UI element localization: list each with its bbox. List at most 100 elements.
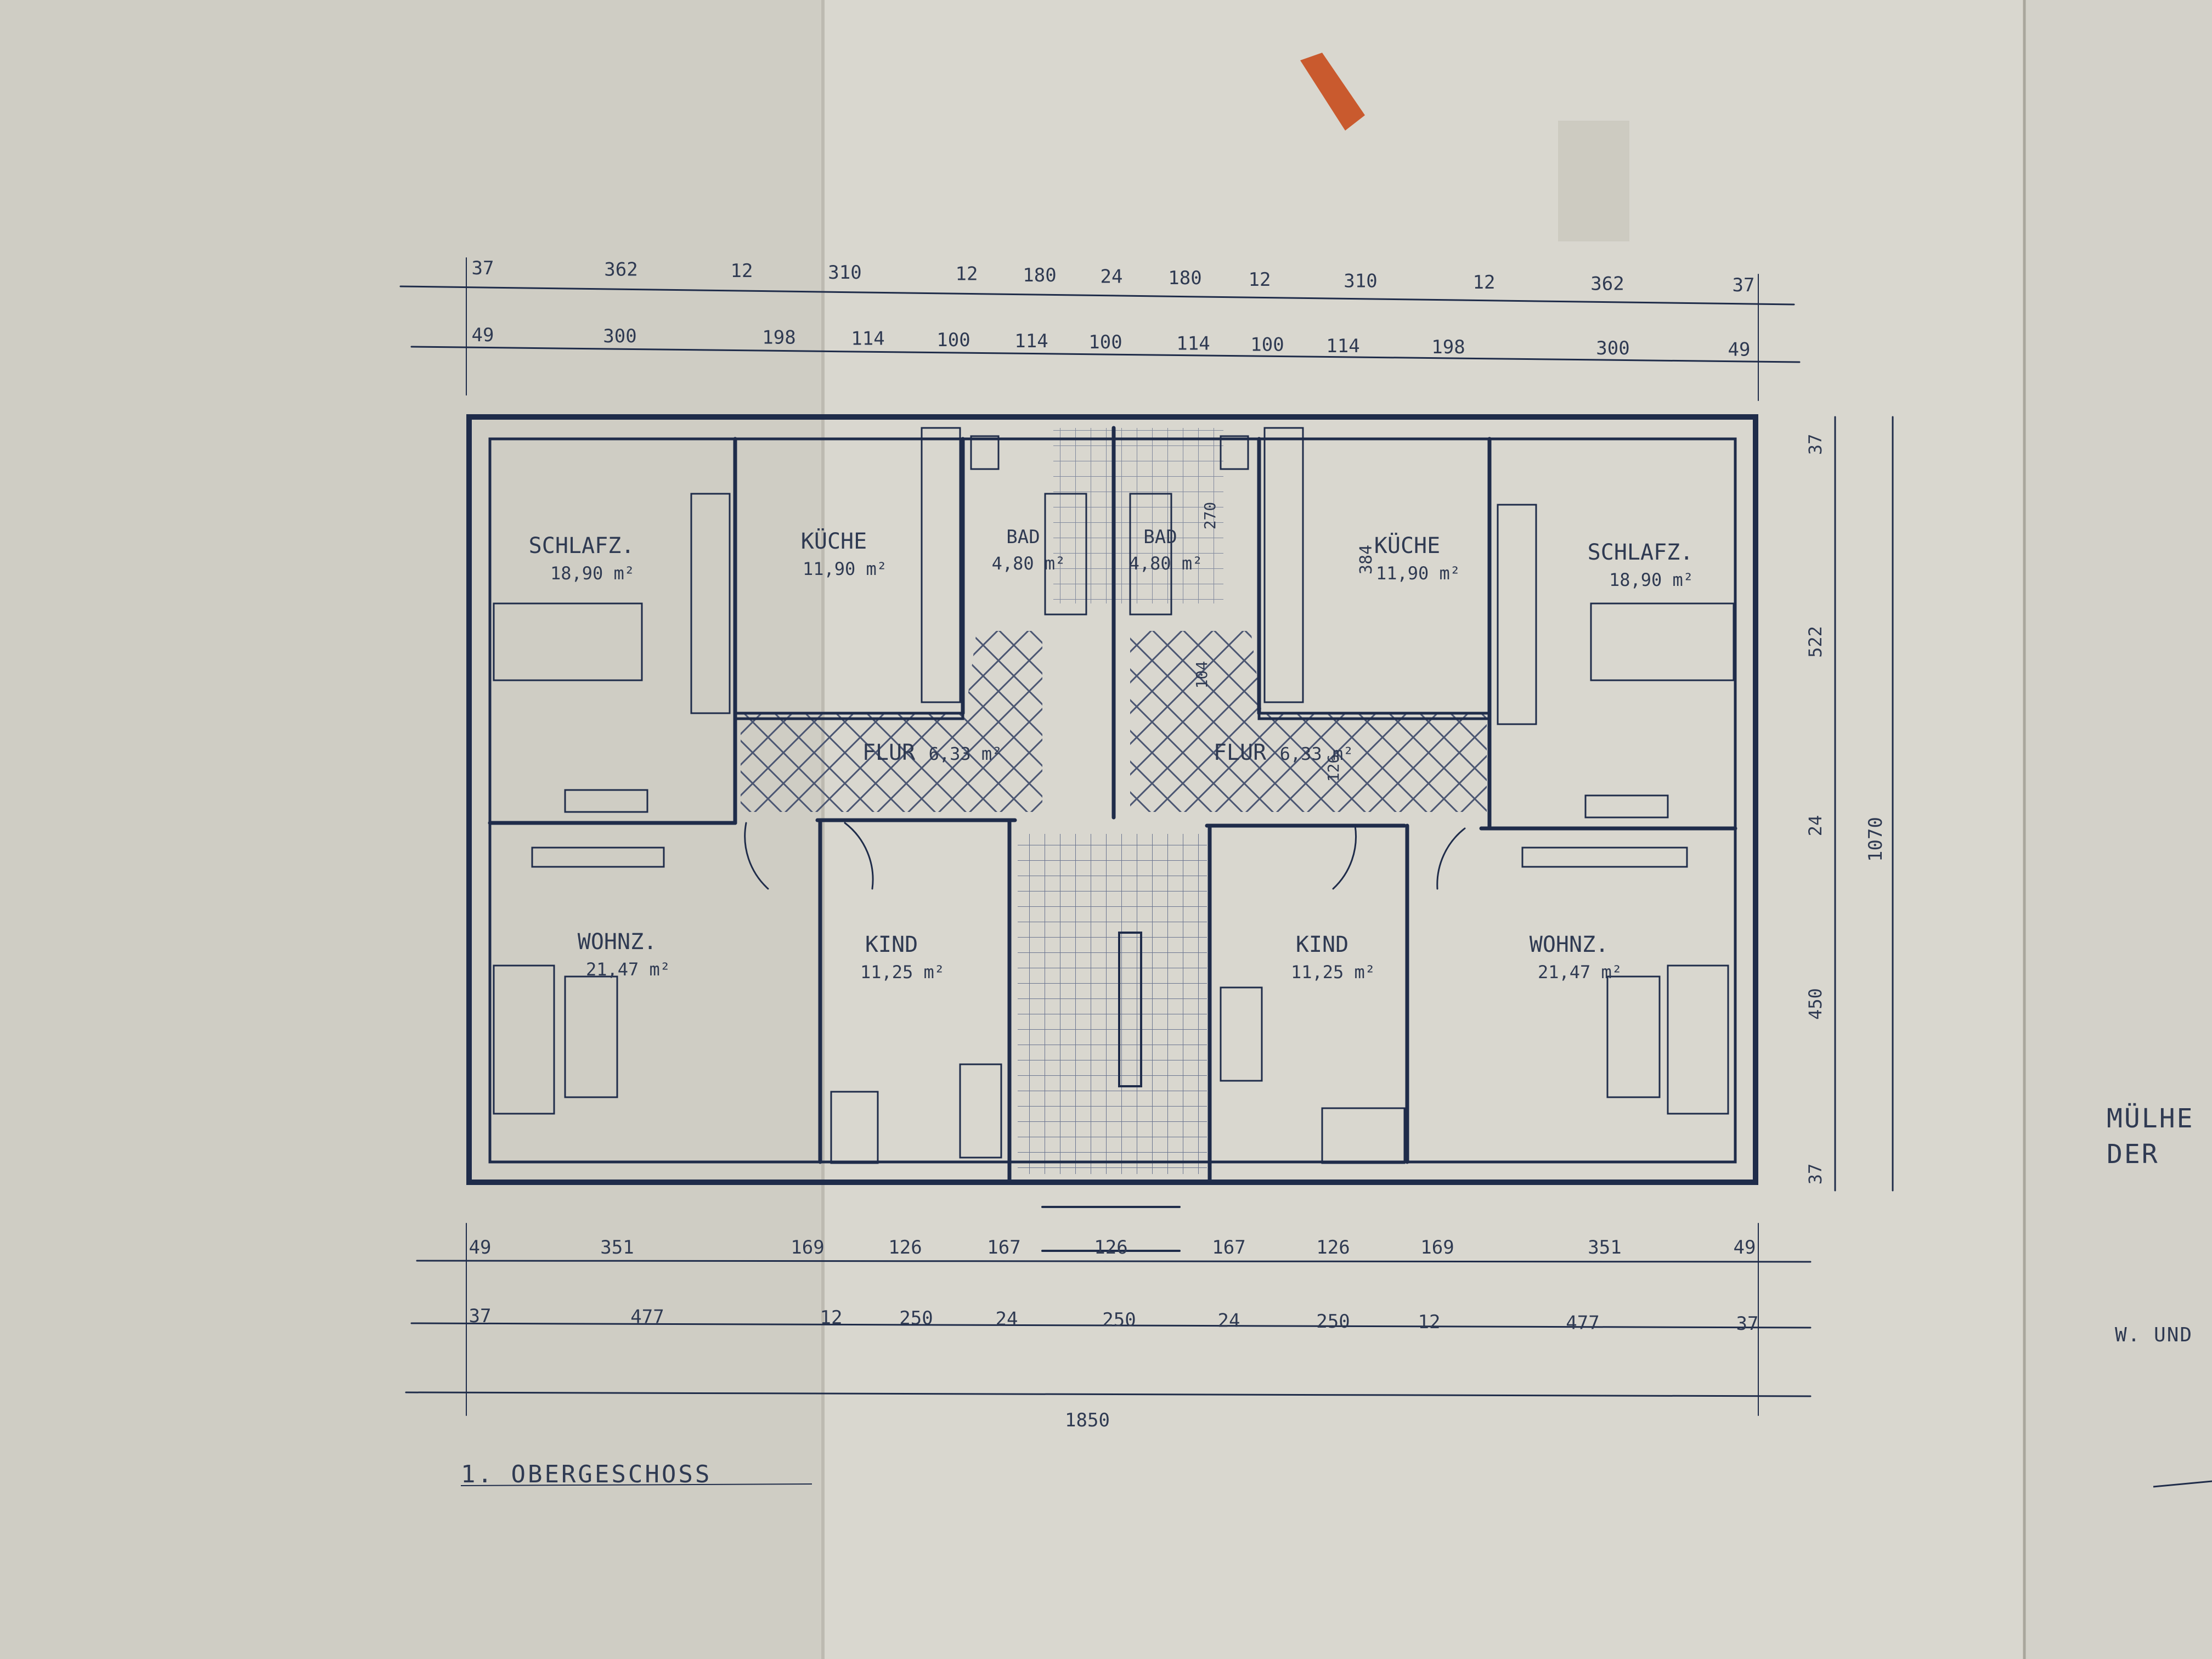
dim-line-bottom-2 [410,1322,1812,1329]
dim-top-1-label: 362 [604,259,637,281]
dim-bottom-1-label: 351 [1588,1237,1621,1259]
dim-top-1-label: 37 [472,257,494,279]
dim-top-2-label: 114 [851,328,884,350]
dim-bottom-1-label: 49 [1734,1237,1756,1259]
room-name: KÜCHE [1374,532,1440,558]
sofa-left [493,964,555,1115]
bath-tiles [1053,428,1223,603]
dim-bottom-2-label: 37 [1736,1313,1759,1335]
dim-top-2-label: 114 [1176,332,1210,354]
paper-center [823,0,2030,1659]
dim-top-1-label: 12 [956,263,978,285]
dim-top-1-label: 12 [731,260,753,282]
margin-text-2: DER [2107,1139,2159,1170]
dim-top-2-label: 49 [472,324,494,346]
dim-line-total [405,1391,1812,1397]
stair-tiles [1018,834,1207,1174]
dim-total-width: 1850 [1065,1409,1110,1431]
room-area: 11,90 m² [803,558,887,579]
bed-left [493,602,643,681]
stair-eye [1118,932,1142,1087]
dim-top-1-label: 180 [1168,267,1201,289]
dim-top-2-label: 49 [1728,338,1751,360]
wardrobe-left [690,493,731,714]
dim-bottom-1-label: 167 [987,1237,1020,1259]
margin-text-1: MÜLHE [2107,1103,2194,1134]
kitchen-counter-left [921,427,961,703]
room-area: 18,90 m² [550,563,635,584]
dresser-left [564,789,648,813]
dim-top-2-label: 114 [1326,335,1359,357]
margin-line [2153,1480,2212,1488]
room-name: KIND [865,932,918,957]
room-name: FLUR [862,740,916,765]
dim-top-1-label: 12 [1473,272,1496,294]
inner-dim-2: 270 [1201,502,1219,530]
paper-scrap [1300,53,1365,131]
dim-bottom-2-label: 12 [1418,1311,1441,1333]
dim-line-top-1 [399,285,1795,306]
dim-total-depth: 1070 [1865,817,1887,862]
dim-bottom-1-label: 351 [600,1237,634,1259]
dim-line-bottom-1 [416,1260,1812,1263]
inner-dim-1: 384 [1357,545,1376,574]
door-swing-3 [1332,825,1357,890]
room-name: WOHNZ. [578,929,657,955]
door-swing-4 [1436,827,1466,890]
dim-top-1-label: 12 [1249,269,1271,291]
dim-bottom-1-label: 49 [469,1237,492,1259]
flur-hatch-right [1130,631,1487,812]
dim-bottom-2-label: 12 [820,1307,843,1329]
dim-bottom-2-label: 477 [1566,1312,1599,1334]
dim-top-2-label: 114 [1014,330,1048,352]
door-swing-2 [844,822,874,890]
plan-title-underline [460,1483,812,1486]
dim-top-2-label: 198 [1431,336,1465,358]
dim-right-label: 37 [1805,434,1826,455]
dim-bottom-2-label: 250 [1102,1309,1136,1331]
room-area: 11,25 m² [860,962,945,983]
room-area: 4,80 m² [1129,553,1203,574]
dim-bottom-2-label: 24 [1218,1310,1240,1331]
dim-top-2-label: 100 [1250,334,1284,356]
room-name: SCHLAFZ. [529,533,635,558]
bathtub-left [1044,493,1087,616]
table-right [1606,975,1661,1098]
dim-top-1-label: 37 [1733,274,1755,296]
bathtub-right [1129,493,1172,616]
dim-bottom-1-label: 167 [1212,1237,1245,1259]
room-name: KÜCHE [801,528,867,554]
dim-right-label: 37 [1805,1164,1826,1185]
dim-line-top-2 [410,346,1801,363]
flur-hatch-left [741,631,1042,812]
desk-kind-right [1321,1107,1406,1164]
room-area: 21,47 m² [586,959,670,980]
dim-bottom-2-label: 250 [899,1307,933,1329]
margin-text-3: W. UND [2115,1324,2193,1346]
shelf-right [1521,847,1688,868]
paper-stain [1558,121,1629,241]
sink-left [970,435,1000,470]
dim-top-2-label: 198 [762,326,795,348]
dim-top-1-label: 310 [828,262,861,284]
wall-kueche-bottom-left [733,712,964,720]
dim-bottom-1-label: 169 [791,1237,824,1259]
room-name: WOHNZ. [1530,932,1609,957]
dim-top-2-label: 100 [1088,331,1122,353]
dim-top-2-label: 300 [603,325,636,347]
outer-wall [466,414,1758,1185]
plan-title: 1. OBERGESCHOSS [461,1460,712,1488]
desk-kind-left [830,1091,879,1164]
dim-bottom-1-label: 126 [1094,1237,1127,1259]
dim-bottom-1-label: 169 [1420,1237,1454,1259]
room-area: 18,90 m² [1609,569,1694,590]
dim-top-2-label: 300 [1596,337,1629,359]
sink-right [1220,435,1249,470]
dim-right-label: 450 [1805,988,1826,1020]
dresser-right [1584,794,1669,819]
door-swing-1 [744,822,769,890]
paper-left [0,0,823,1659]
room-area: 6,33 m² [1280,743,1354,764]
room-area: 11,25 m² [1291,962,1375,983]
